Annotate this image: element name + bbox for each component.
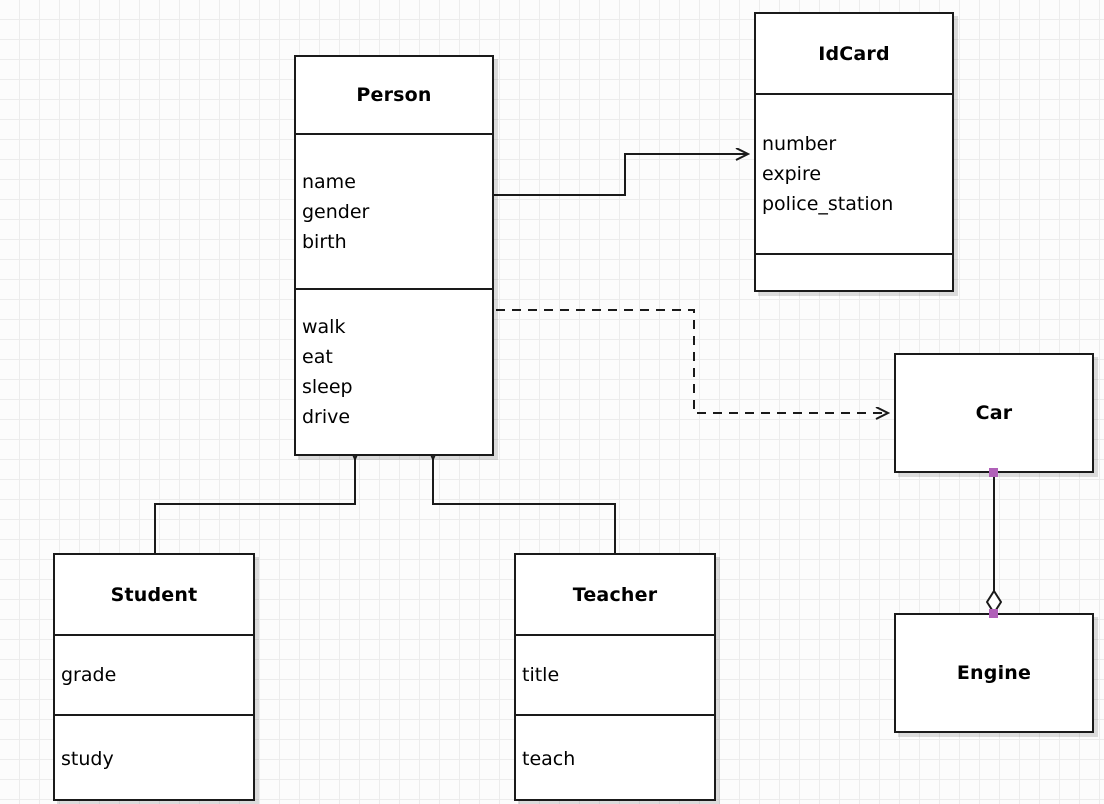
- connector-person-car[interactable]: [496, 309, 888, 413]
- connector-student-person[interactable]: [154, 459, 355, 553]
- connector-teacher-person[interactable]: [433, 459, 616, 553]
- attribute-item: gender: [302, 200, 370, 223]
- attribute-item: grade: [61, 664, 117, 686]
- class-name-teacher: Teacher: [572, 583, 658, 606]
- connector-handle-engine-end[interactable]: [989, 609, 998, 618]
- class-box-teacher[interactable]: Teacher title teach: [514, 553, 716, 801]
- attribute-item: name: [302, 170, 356, 193]
- attributes-idcard: number expire police_station: [756, 93, 952, 253]
- attribute-item: number: [762, 133, 837, 155]
- class-box-student[interactable]: Student grade study: [53, 553, 255, 801]
- methods-teacher: teach: [516, 714, 714, 801]
- method-item: walk: [302, 316, 346, 338]
- class-box-idcard[interactable]: IdCard number expire police_station: [754, 12, 954, 292]
- attribute-item: police_station: [762, 193, 894, 215]
- methods-student: study: [55, 714, 253, 801]
- method-item: drive: [302, 406, 351, 428]
- attribute-item: expire: [762, 163, 822, 185]
- class-box-car[interactable]: Car: [894, 353, 1094, 473]
- method-item: sleep: [302, 376, 353, 398]
- class-name-car: Car: [975, 402, 1013, 424]
- methods-idcard: [756, 253, 952, 290]
- class-name-idcard: IdCard: [818, 42, 890, 65]
- attribute-item: birth: [302, 230, 347, 253]
- class-box-engine[interactable]: Engine: [894, 613, 1094, 733]
- method-item: teach: [522, 747, 576, 770]
- method-item: study: [61, 747, 114, 770]
- attributes-teacher: title: [516, 634, 714, 714]
- class-name-person: Person: [356, 84, 432, 106]
- class-box-person[interactable]: Person name gender birth walk eat sleep …: [294, 55, 494, 456]
- attribute-item: title: [522, 664, 560, 686]
- class-name-engine: Engine: [956, 662, 1032, 684]
- connector-person-idcard[interactable]: [494, 154, 748, 196]
- connector-handle-car-end[interactable]: [989, 468, 998, 477]
- methods-person: walk eat sleep drive: [296, 288, 492, 454]
- attributes-person: name gender birth: [296, 133, 492, 288]
- method-item: eat: [302, 346, 333, 368]
- class-name-student: Student: [110, 583, 198, 606]
- attributes-student: grade: [55, 634, 253, 714]
